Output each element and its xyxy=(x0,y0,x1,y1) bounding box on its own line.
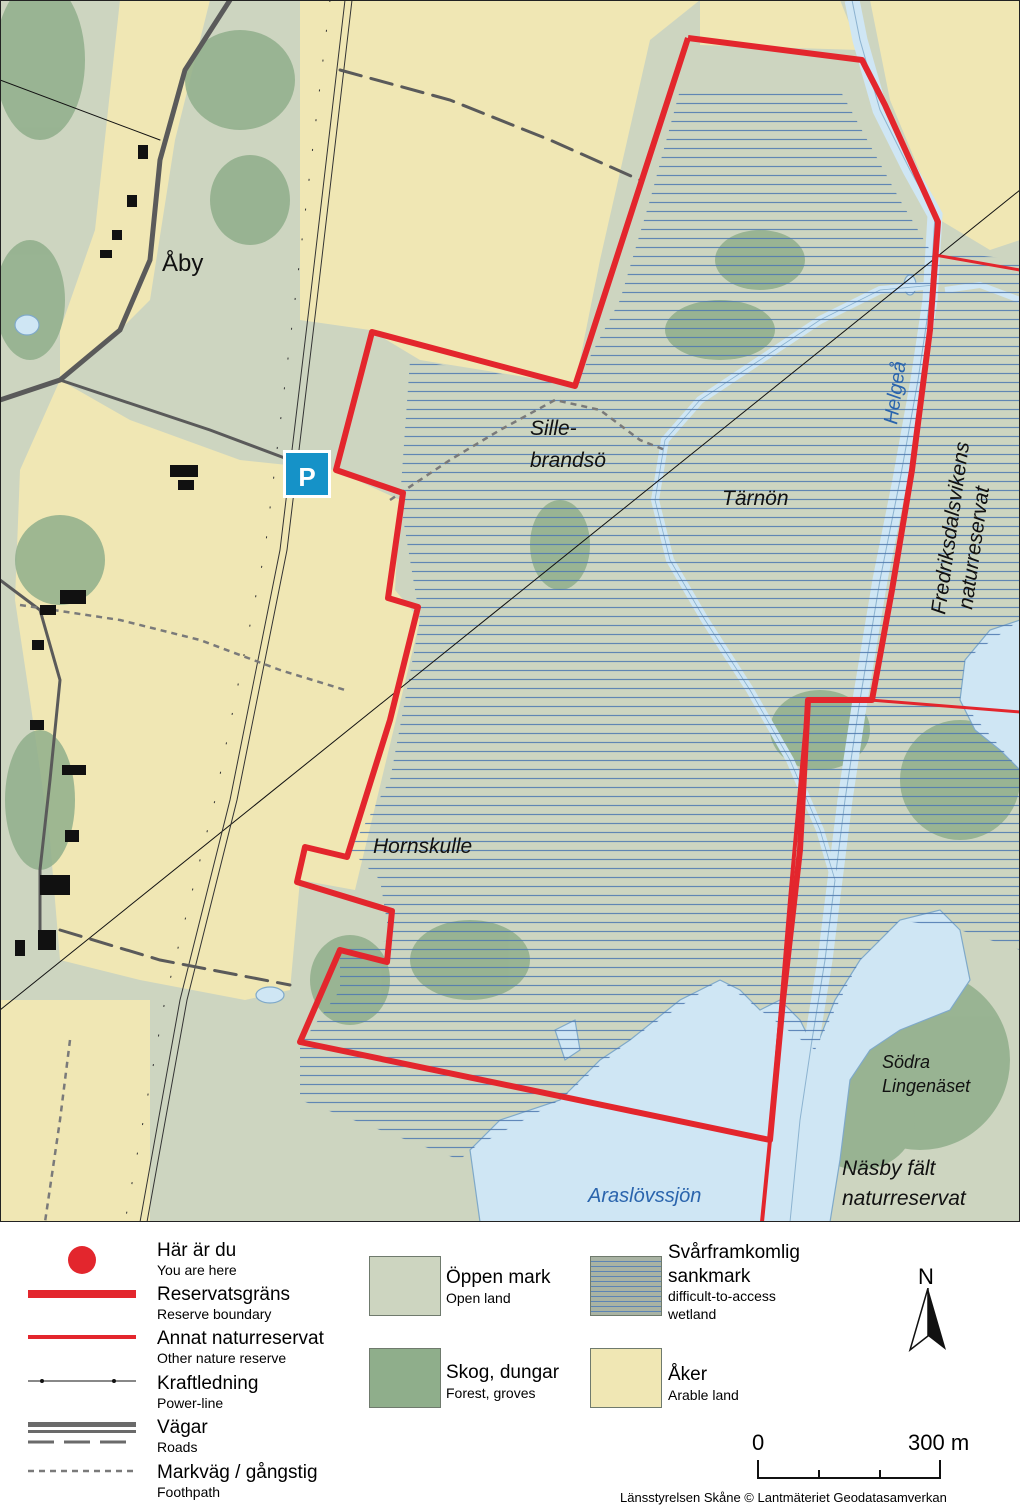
footpaths xyxy=(19,398,666,1222)
north-label: N xyxy=(918,1264,934,1289)
footpath-symbol xyxy=(28,1469,136,1473)
parking-label: P xyxy=(298,462,315,492)
label-sillebrandso-2: brandsö xyxy=(530,449,606,472)
map-legend: Här är du You are here Reservatsgräns Re… xyxy=(0,1222,1020,1508)
legend-power-sv: Kraftledning xyxy=(157,1373,259,1394)
railway xyxy=(124,0,353,1222)
parking-sign[interactable]: P xyxy=(283,450,331,498)
legend-open-en: Open land xyxy=(446,1290,511,1306)
forest-swatch xyxy=(369,1348,441,1408)
legend-arable-en: Arable land xyxy=(668,1387,739,1403)
legend-wetland-en1: difficult-to-access xyxy=(668,1288,776,1304)
open-land-swatch xyxy=(369,1256,441,1316)
roads xyxy=(0,0,642,987)
label-nasby-2: naturreservat xyxy=(842,1187,967,1210)
legend-here-en: You are here xyxy=(157,1262,237,1278)
arable-swatch xyxy=(590,1348,662,1408)
scale-start: 0 xyxy=(752,1430,765,1455)
legend-open-sv: Öppen mark xyxy=(446,1267,551,1288)
map-canvas[interactable]: Åby Sille- brandsö Tärnön Hornskulle Söd… xyxy=(0,0,1020,1222)
other-reserve-boundaries xyxy=(869,253,1020,714)
legend-here-sv: Här är du xyxy=(157,1240,237,1261)
legend-footpath-sv: Markväg / gångstig xyxy=(157,1462,318,1483)
label-tarnon: Tärnön xyxy=(722,487,789,510)
label-hornskulle: Hornskulle xyxy=(373,835,472,858)
scale-end: 300 m xyxy=(908,1430,970,1455)
other-reserve-symbol xyxy=(28,1335,136,1339)
map-credit: Länsstyrelsen Skåne © Lantmäteriet Geoda… xyxy=(620,1490,947,1505)
legend-reserve-en: Reserve boundary xyxy=(157,1306,272,1322)
legend-wetland-en2: wetland xyxy=(668,1306,717,1322)
reserve-boundary-south xyxy=(760,699,810,1222)
legend-roads-en: Roads xyxy=(157,1439,198,1455)
wetland-hatch xyxy=(300,90,1020,1160)
legend-arable-sv: Åker xyxy=(668,1364,708,1385)
legend-wetland-sv1: Svårframkomlig xyxy=(668,1242,800,1263)
legend-reserve-sv: Reservatsgräns xyxy=(157,1284,291,1305)
label-araslovssjon: Araslövssjön xyxy=(587,1185,701,1207)
wetland-swatch xyxy=(590,1256,662,1316)
you-are-here-icon xyxy=(68,1246,96,1274)
buildings xyxy=(15,145,198,956)
roads-symbol xyxy=(28,1422,136,1444)
power-line-symbol xyxy=(28,1379,136,1383)
legend-forest-en: Forest, groves xyxy=(446,1385,536,1401)
legend-other-sv: Annat naturreservat xyxy=(157,1328,324,1349)
legend-roads-sv: Vägar xyxy=(157,1417,208,1438)
legend-footpath-en: Foothpath xyxy=(157,1484,221,1500)
label-sodra-1: Södra xyxy=(882,1052,930,1072)
reserve-boundary-symbol xyxy=(28,1290,136,1298)
power-line xyxy=(0,189,1020,1011)
label-aby: Åby xyxy=(162,249,203,277)
legend-forest-sv: Skog, dungar xyxy=(446,1362,560,1383)
scale-bar xyxy=(757,1460,941,1479)
legend-wetland-sv2: sankmark xyxy=(668,1266,751,1287)
north-arrow-icon xyxy=(908,1288,946,1352)
label-sodra-2: Lingenäset xyxy=(882,1076,971,1096)
label-nasby-1: Näsby fält xyxy=(842,1157,937,1180)
label-sillebrandso-1: Sille- xyxy=(530,417,577,440)
legend-power-en: Power-line xyxy=(157,1395,224,1411)
arable-fields xyxy=(0,0,1020,1222)
legend-other-en: Other nature reserve xyxy=(157,1350,287,1366)
